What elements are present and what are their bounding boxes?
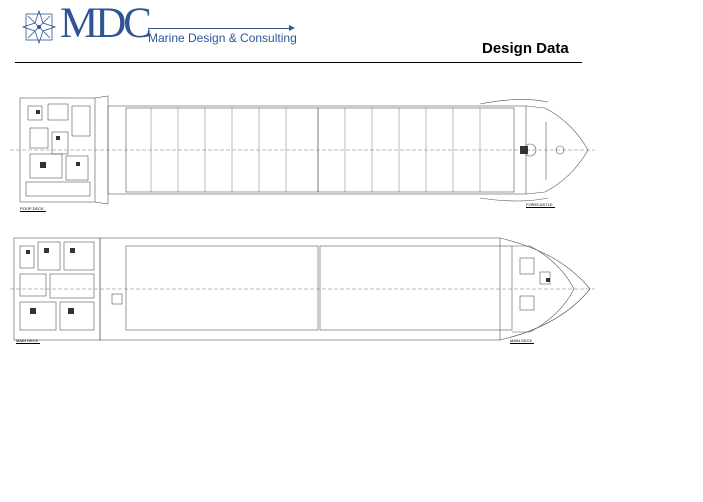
compass-rose-icon: [22, 10, 56, 44]
logo-arrow-icon: [289, 25, 295, 31]
main-deck-label-fwd: MAIN DECK: [510, 338, 535, 344]
forecastle-label: FORECASTLE: [526, 202, 555, 208]
poop-deck-label: POOP DECK: [20, 206, 46, 212]
main-deck-label-aft: MAIN DECK: [16, 338, 41, 344]
main-deck-drawing: [10, 237, 595, 341]
title-rule: [15, 62, 582, 63]
poop-deck-drawing: [10, 95, 595, 205]
logo-tagline: Marine Design & Consulting: [148, 31, 297, 45]
main-deck-plan: MAIN DECK MAIN DECK: [0, 232, 600, 350]
logo-underline: [148, 28, 292, 29]
logo-wordmark: MDC: [60, 0, 152, 47]
poop-deck-plan: POOP DECK FORECASTLE: [0, 92, 600, 212]
page-title: Design Data: [482, 40, 569, 57]
header: MDC Marine Design & Consulting Design Da…: [0, 0, 703, 70]
